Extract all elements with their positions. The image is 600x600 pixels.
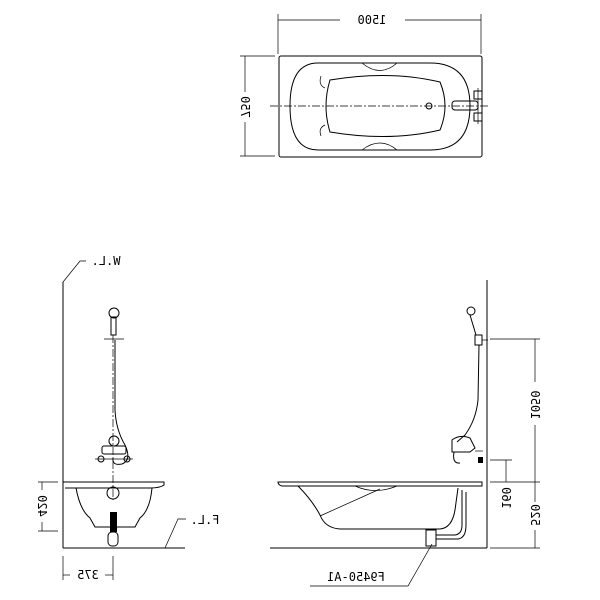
width-dimension-label: 750 [238,96,252,118]
side-view-left: W.L. F.L. 420 [35,254,219,582]
floor-level-label: F.L. [191,513,220,527]
top-view: 1500 750 [238,13,490,158]
wall-level-leader [62,260,86,283]
tub-outline-top [278,55,483,158]
drain-icon [425,102,433,110]
part-number-label: F9450-A1 [327,570,385,584]
shower-hose-front [456,344,480,443]
offset-dimension: 375 [62,556,114,582]
armrest-left-bottom [319,124,326,137]
mixer-valve-front-icon [451,435,483,464]
width-dimension: 750 [238,55,275,157]
drain-assembly-icon [425,490,467,547]
wall-level-label: W.L. [92,254,121,268]
tub-basin-top [325,74,446,138]
shower-height-label: 1050 [528,391,542,420]
faucet-top-icon [451,88,483,124]
tub-rim-side [63,481,165,489]
drain-pipe [110,512,117,532]
shower-head-front-icon [466,306,488,346]
shower-height-dimension: 1050 520 [490,338,542,549]
tub-contour-line [319,488,381,517]
mixer-valve-icon [95,435,133,463]
height-dimension-label: 420 [35,495,49,517]
length-dimension: 1500 [277,13,482,54]
mixer-height-label: 160 [499,487,513,509]
trap [107,531,119,547]
tub-headrest-line [354,485,398,491]
tub-height-label: 520 [528,504,542,526]
tub-rim-top [289,62,471,151]
length-dimension-label: 1500 [358,13,387,27]
floor-level-leader [164,518,186,549]
shower-head-icon [104,307,124,340]
mixer-height-dimension: 160 [490,459,513,509]
armrest-left-top [319,75,326,89]
offset-dimension-label: 375 [77,568,99,582]
tub-rim-front [277,481,483,487]
headrest-top [361,62,398,71]
height-dimension: 420 [35,481,58,532]
tub-body-front [297,485,459,530]
part-number-callout: F9450-A1 [310,543,433,587]
side-view-front: 1050 520 160 F9450-A1 [270,280,542,587]
headrest-bottom [361,142,398,151]
